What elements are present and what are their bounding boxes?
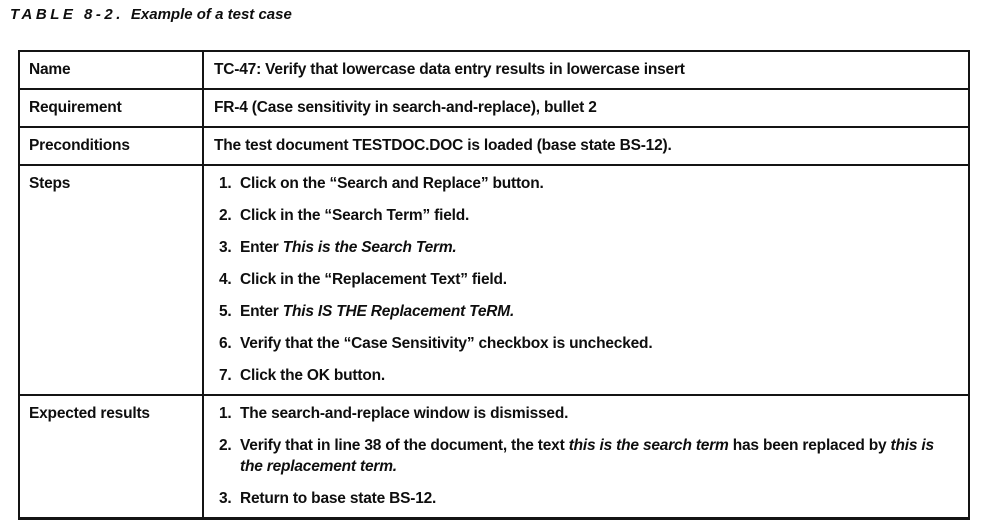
- list-item-text: Click in the “Search Term” field.: [240, 205, 960, 226]
- italic-text-segment: This IS THE Replacement TeRM.: [282, 303, 515, 320]
- row-value-requirement: FR-4 (Case sensitivity in search-and-rep…: [202, 88, 970, 128]
- list-item-number: 4.: [219, 271, 232, 288]
- list-item-number: 2.: [219, 437, 232, 454]
- text-segment: Click the OK button.: [240, 367, 385, 384]
- table-caption: Example of a test case: [130, 6, 292, 23]
- list-item-text: TC-47: Verify that lowercase data entry …: [214, 61, 685, 78]
- italic-text-segment: this is the replacement term.: [240, 437, 934, 475]
- list-item-number: 3.: [219, 239, 232, 256]
- table-row-requirement: Requirement FR-4 (Case sensitivity in se…: [18, 88, 970, 128]
- list-item: 7. Click the OK button.: [219, 365, 960, 386]
- list-item-number: 5.: [219, 303, 232, 320]
- table-row-preconditions: Preconditions The test document TESTDOC.…: [18, 126, 970, 166]
- list-item-text: Verify that the “Case Sensitivity” check…: [240, 333, 960, 354]
- list-item-text: The test document TESTDOC.DOC is loaded …: [214, 137, 672, 154]
- list-item: 3. Enter This is the Search Term.: [219, 237, 960, 258]
- test-case-table-body: Name TC-47: Verify that lowercase data e…: [18, 50, 970, 520]
- italic-text-segment: This is the Search Term.: [282, 239, 457, 256]
- text-segment: has been replaced by: [728, 437, 891, 454]
- list-item-number: 1.: [219, 175, 232, 192]
- list-item-text: Click the OK button.: [240, 365, 960, 386]
- list-item: 6. Verify that the “Case Sensitivity” che…: [219, 333, 960, 354]
- table-number-label: TABLE 8-2.: [10, 6, 124, 23]
- text-segment: TC-47: Verify that lowercase data entry …: [214, 61, 685, 78]
- list-item-text: Enter This IS THE Replacement TeRM.: [240, 301, 960, 322]
- table-row-steps: Steps 1. Click on the “Search and Replace…: [18, 164, 970, 396]
- cell-text: TC-47: Verify that lowercase data entry …: [214, 59, 960, 80]
- list-item-text: Click on the “Search and Replace” button…: [240, 173, 960, 194]
- text-segment: Click in the “Replacement Text” field.: [240, 271, 507, 288]
- text-segment: The test document TESTDOC.DOC is loaded …: [214, 137, 672, 154]
- text-segment: FR-4 (Case sensitivity in search-and-rep…: [214, 99, 597, 116]
- cell-text: The test document TESTDOC.DOC is loaded …: [214, 135, 960, 156]
- row-label-requirement: Requirement: [18, 88, 204, 128]
- list-item: 3. Return to base state BS-12.: [219, 488, 960, 509]
- list-item-number: 2.: [219, 207, 232, 224]
- italic-text-segment: this is the search term: [568, 437, 729, 454]
- list-item: 2. Verify that in line 38 of the document…: [219, 435, 960, 477]
- list-item-text: Click in the “Replacement Text” field.: [240, 269, 960, 290]
- list-item-text: Enter This is the Search Term.: [240, 237, 960, 258]
- row-value-preconditions: The test document TESTDOC.DOC is loaded …: [202, 126, 970, 166]
- row-label-expected-results: Expected results: [18, 394, 204, 520]
- text-segment: Verify that the “Case Sensitivity” check…: [240, 335, 653, 352]
- list-item: 1. Click on the “Search and Replace” butt…: [219, 173, 960, 194]
- list-item-text: The search-and-replace window is dismiss…: [240, 403, 960, 424]
- row-value-name: TC-47: Verify that lowercase data entry …: [202, 50, 970, 90]
- list-item-text: Return to base state BS-12.: [240, 488, 960, 509]
- list-item: 2. Click in the “Search Term” field.: [219, 205, 960, 226]
- text-segment: Verify that in line 38 of the document, …: [240, 437, 569, 454]
- cell-text: FR-4 (Case sensitivity in search-and-rep…: [214, 97, 960, 118]
- row-value-expected-results: 1. The search-and-replace window is dismi…: [202, 394, 970, 520]
- list-item-number: 1.: [219, 405, 232, 422]
- text-segment: Click on the “Search and Replace” button…: [240, 175, 544, 192]
- text-segment: Return to base state BS-12.: [240, 490, 437, 507]
- list-item: 5. Enter This IS THE Replacement TeRM.: [219, 301, 960, 322]
- text-segment: Enter: [240, 303, 283, 320]
- table-title: TABLE 8-2. Example of a test case: [10, 6, 292, 23]
- list-item-number: 6.: [219, 335, 232, 352]
- row-value-steps: 1. Click on the “Search and Replace” butt…: [202, 164, 970, 396]
- row-label-name: Name: [18, 50, 204, 90]
- list-item: 1. The search-and-replace window is dismi…: [219, 403, 960, 424]
- list-item-number: 3.: [219, 490, 232, 507]
- row-label-preconditions: Preconditions: [18, 126, 204, 166]
- table-row-expected-results: Expected results 1. The search-and-replac…: [18, 394, 970, 520]
- text-segment: Enter: [240, 239, 283, 256]
- test-case-table: Name TC-47: Verify that lowercase data e…: [18, 50, 970, 520]
- list-item: 4. Click in the “Replacement Text” field.: [219, 269, 960, 290]
- list-item-number: 7.: [219, 367, 232, 384]
- row-label-steps: Steps: [18, 164, 204, 396]
- table-row-name: Name TC-47: Verify that lowercase data e…: [18, 50, 970, 90]
- text-segment: The search-and-replace window is dismiss…: [240, 405, 569, 422]
- text-segment: Click in the “Search Term” field.: [240, 207, 470, 224]
- list-item-text: Verify that in line 38 of the document, …: [240, 435, 960, 477]
- list-item-text: FR-4 (Case sensitivity in search-and-rep…: [214, 99, 597, 116]
